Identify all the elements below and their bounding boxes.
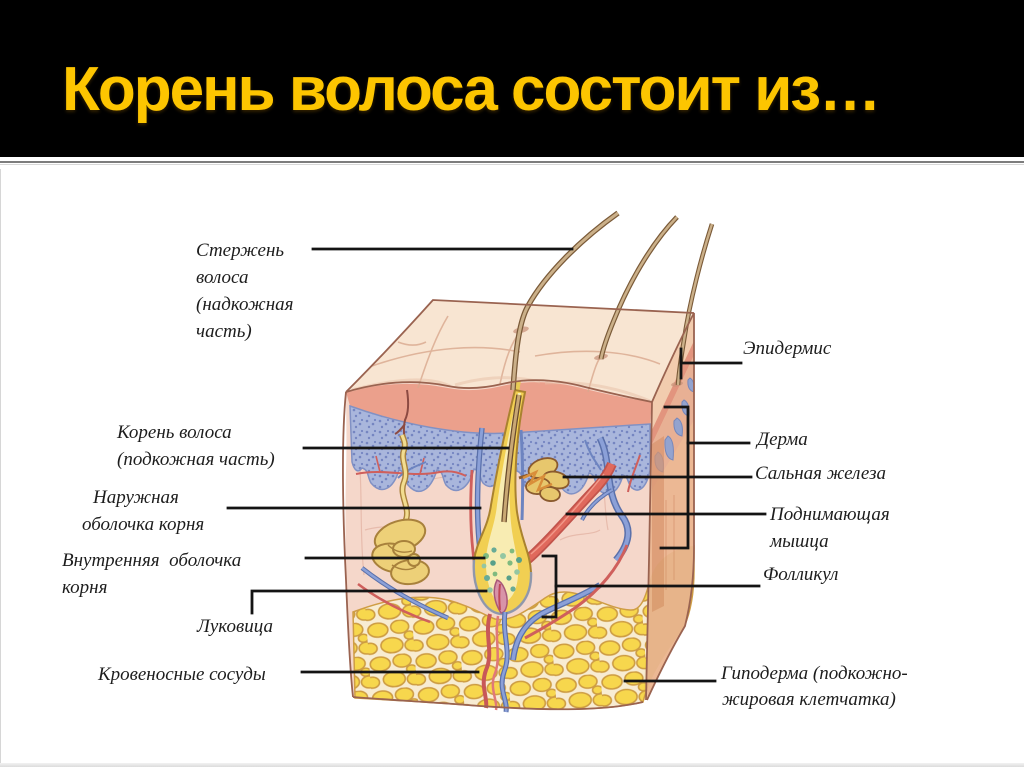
header-divider — [0, 157, 1024, 169]
label-inner-sheath-line2: корня — [62, 577, 108, 598]
hair-shaft-second — [598, 215, 679, 360]
leader-bulb — [250, 589, 488, 615]
label-shaft-line1: Стержень — [196, 240, 285, 261]
skin-block — [342, 210, 715, 713]
top-face — [346, 300, 694, 403]
leader-lines — [226, 247, 767, 683]
hair-shaft-third — [675, 223, 715, 386]
label-hypoderm-line2: жировая клетчатка) — [722, 689, 896, 710]
label-root-line2: (подкожная часть) — [117, 449, 275, 470]
label-outer-sheath-line2: оболочка корня — [82, 514, 205, 535]
blood-vessel-bundle — [357, 544, 629, 713]
label-shaft-line3: (надкожная — [196, 294, 294, 315]
label-hypoderm-line1: Гиподерма (подкожно- — [721, 663, 908, 684]
arrector-pili-muscle — [523, 461, 617, 564]
label-shaft-line4: часть) — [196, 321, 252, 342]
dermal-blood-vessels-right — [580, 436, 641, 563]
divider-rule — [0, 161, 1024, 163]
label-follicle: Фолликул — [763, 564, 839, 585]
label-shaft-line2: волоса — [196, 267, 249, 288]
hair-shafts — [510, 210, 715, 391]
page-title: Корень волоса состоит из… — [62, 55, 881, 124]
divider-rule-light — [0, 164, 1024, 165]
bulb-connective-rim — [472, 559, 533, 616]
label-outer-sheath-line1: Наружная — [93, 487, 179, 508]
hair-shaft-main — [510, 210, 620, 391]
slide-bottom-edge — [0, 763, 1024, 767]
leader-follicle — [541, 554, 761, 619]
bulb-matrix-cells — [481, 547, 522, 598]
label-epidermis: Эпидермис — [743, 338, 832, 359]
block-outline — [342, 299, 695, 711]
label-root-line1: Корень волоса — [117, 422, 232, 443]
capillary-mesh — [355, 455, 467, 479]
label-sebaceous: Сальная железа — [755, 463, 886, 484]
label-derma: Дерма — [757, 429, 808, 450]
sweat-gland — [371, 433, 430, 586]
label-muscle-line1: Поднимающая — [770, 504, 890, 525]
label-bulb: Луковица — [197, 616, 273, 637]
sebaceous-gland — [518, 457, 570, 502]
slide-header: Корень волоса состоит из… — [0, 0, 1024, 157]
dermal-papilla — [493, 579, 508, 614]
label-vessels: Кровеносные сосуды — [98, 664, 266, 685]
label-muscle-line2: мышца — [770, 531, 829, 552]
epidermis-pink-band — [346, 382, 652, 434]
leader-epidermis — [679, 347, 743, 380]
label-inner-sheath-line1: Внутренняя оболочка — [62, 550, 242, 571]
